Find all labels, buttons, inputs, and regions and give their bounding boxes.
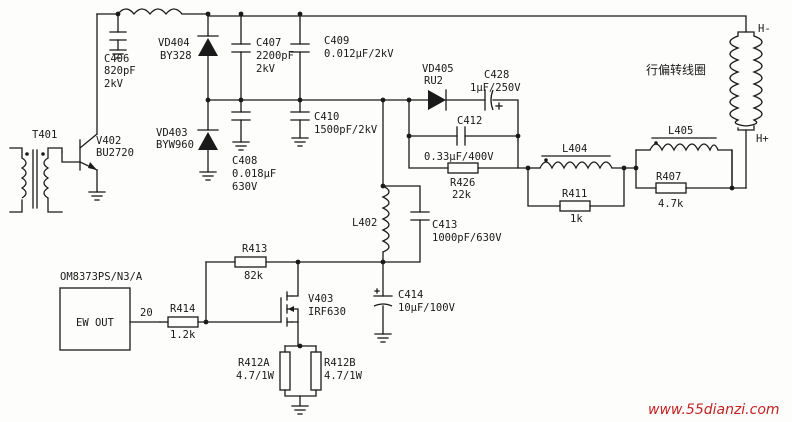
top-rail-coil: [117, 8, 183, 16]
r412b-val: 4.7/1W: [324, 370, 363, 382]
ic-pin-label: EW OUT: [76, 317, 115, 329]
r414-ref: R414: [170, 303, 195, 315]
yoke-h-minus: H-: [758, 23, 771, 35]
c428-ref: C428: [484, 69, 509, 81]
c407-val1: 2200pF: [256, 50, 294, 62]
l405-ref: L405: [668, 125, 693, 137]
resistor-r426: [447, 162, 479, 174]
inductor-l402: [381, 185, 390, 253]
inductor-l404: [539, 155, 613, 170]
v402-val: BU2720: [96, 147, 134, 159]
v403-ref: V403: [308, 293, 333, 305]
c414-ref: C414: [398, 289, 423, 301]
c406-val1: 820pF: [104, 65, 136, 77]
resistor-r412a: [279, 351, 291, 391]
c412-val: 0.33μF/400V: [424, 151, 494, 163]
r414-val: 1.2k: [170, 329, 196, 341]
r412a-ref: R412A: [238, 357, 270, 369]
mosfet-v403: [280, 291, 299, 327]
ic-pin-number: 20: [140, 307, 153, 319]
capacitor-c410: [290, 111, 310, 121]
c409-val: 0.012μF/2kV: [324, 48, 394, 60]
ground-symbols: [88, 49, 392, 415]
c413-val: 1000pF/630V: [432, 232, 502, 244]
c410-ref: C410: [314, 111, 339, 123]
resistor-r412b: [310, 351, 322, 391]
resistor-r411: [559, 200, 591, 212]
capacitor-c414: [373, 288, 393, 307]
c410-val: 1500pF/2kV: [314, 124, 378, 136]
r411-val: 1k: [570, 213, 583, 225]
r426-ref: R426: [450, 177, 475, 189]
vd404-ref: VD404: [158, 37, 190, 49]
yoke-h-plus: H+: [756, 133, 769, 145]
yoke-title: 行偏转线圈: [646, 62, 706, 77]
v402-ref: V402: [96, 135, 121, 147]
r412b-ref: R412B: [324, 357, 356, 369]
resistor-r407: [655, 182, 687, 194]
vd405-ref: VD405: [422, 63, 454, 75]
c407-ref: C407: [256, 37, 281, 49]
capacitor-c412: [456, 126, 466, 146]
ic-name: OM8373PS/N3/A: [60, 271, 143, 283]
diode-vd403: [197, 129, 219, 150]
capacitor-c406: [109, 31, 127, 41]
capacitor-c408: [231, 111, 251, 121]
vd405-val: RU2: [424, 75, 443, 87]
deflection-yoke: [729, 31, 763, 131]
r413-val: 82k: [244, 270, 264, 282]
r407-val: 4.7k: [658, 198, 684, 210]
c413-ref: C413: [432, 219, 457, 231]
resistor-r413: [234, 256, 267, 268]
capacitor-c407: [231, 43, 251, 53]
c428-val: 1μF/250V: [470, 82, 521, 94]
r411-ref: R411: [562, 188, 587, 200]
l402-ref: L402: [352, 217, 377, 229]
c407-val2: 2kV: [256, 63, 276, 75]
c408-val1: 0.018μF: [232, 168, 276, 180]
v403-val: IRF630: [308, 306, 346, 318]
transistor-v402: [79, 133, 98, 171]
watermark: www.55dianzi.com: [648, 402, 780, 418]
junctions: [115, 11, 735, 349]
inductor-l405: [649, 137, 719, 152]
resistor-r414: [167, 316, 199, 328]
c408-ref: C408: [232, 155, 257, 167]
vd404-val: BY328: [160, 50, 192, 62]
vd403-ref: VD403: [156, 127, 188, 139]
r407-ref: R407: [656, 171, 681, 183]
capacitor-c428: [484, 89, 503, 111]
diode-vd404: [197, 35, 219, 56]
r413-ref: R413: [242, 243, 267, 255]
transformer-t401: [9, 147, 81, 213]
c406-ref: C406: [104, 53, 129, 65]
capacitor-c413: [410, 211, 430, 221]
r426-val: 22k: [452, 189, 472, 201]
c408-val2: 630V: [232, 181, 258, 193]
c412-ref: C412: [457, 115, 482, 127]
c409-ref: C409: [324, 35, 349, 47]
diode-vd405: [428, 89, 447, 111]
c414-val: 10μF/100V: [398, 302, 456, 314]
c406-val2: 2kV: [104, 78, 124, 90]
r412a-val: 4.7/1W: [236, 370, 275, 382]
t401-ref: T401: [32, 129, 57, 141]
capacitor-c409: [290, 43, 310, 53]
l404-ref: L404: [562, 143, 587, 155]
ic-block: [59, 287, 131, 351]
vd403-val: BYW960: [156, 139, 194, 151]
